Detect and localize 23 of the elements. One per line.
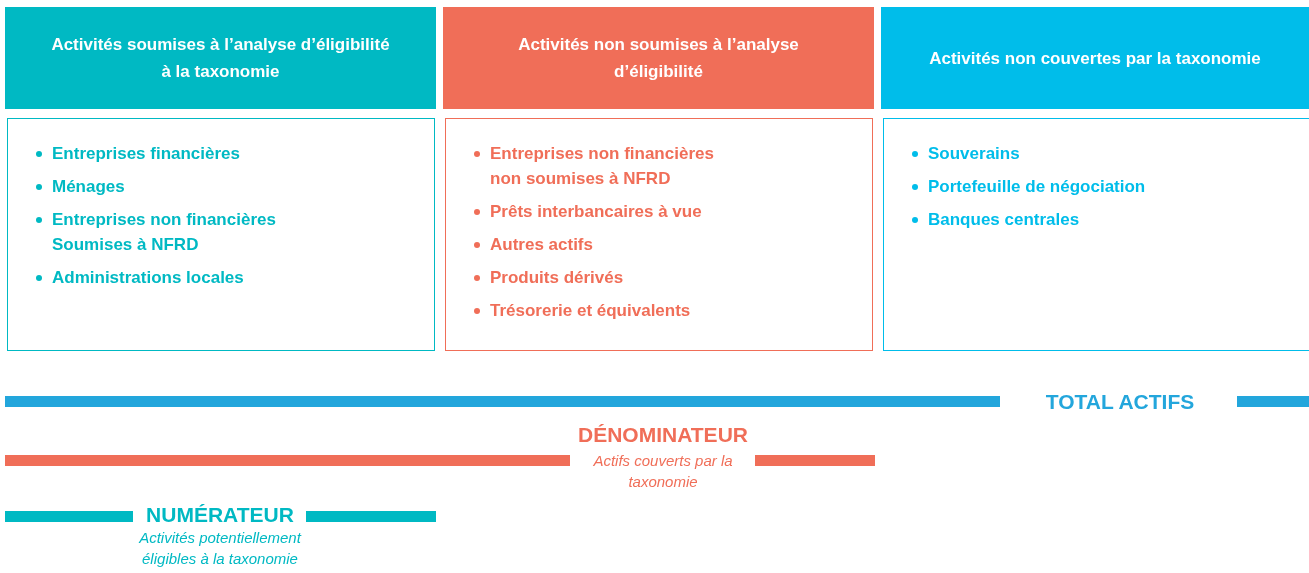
list-item: Autres actifs xyxy=(490,234,594,256)
list-item: Portefeuille de négociation xyxy=(928,176,1147,198)
list-item: Entreprises non financières non soumises à NFRD xyxy=(490,143,715,190)
list-item: Prêts interbancaires à vue xyxy=(490,201,703,223)
list-item: Entreprises financières xyxy=(52,143,242,165)
list-item: Produits dérivés xyxy=(490,267,625,289)
list-item: Banques centrales xyxy=(928,209,1081,231)
list-panel xyxy=(445,118,873,351)
bar-subtitle: Actifs couverts par la taxonomie xyxy=(592,451,734,492)
list-item: Souverains xyxy=(928,143,1021,165)
bar-title: TOTAL ACTIFS xyxy=(1045,390,1195,414)
list-panel xyxy=(883,118,1309,351)
bar-title: DÉNOMINATEUR xyxy=(578,423,748,447)
header-band: Activités soumises à l’analyse d’éligibilité à la taxonomie xyxy=(5,7,436,109)
bar-subtitle: Activités potentiellement éligibles à la taxonomie xyxy=(137,528,303,569)
list-item: Entreprises non financières Soumises à NFRD xyxy=(52,209,277,256)
list-item: Administrations locales xyxy=(52,267,245,289)
header-band: Activités non soumises à l’analyse d’éligibilité xyxy=(443,7,874,109)
header-band: Activités non couvertes par la taxonomie xyxy=(881,7,1309,109)
bar-title: NUMÉRATEUR xyxy=(146,503,294,527)
list-panel xyxy=(7,118,435,351)
list-item: Ménages xyxy=(52,176,126,198)
list-item: Trésorerie et équivalents xyxy=(490,300,692,322)
